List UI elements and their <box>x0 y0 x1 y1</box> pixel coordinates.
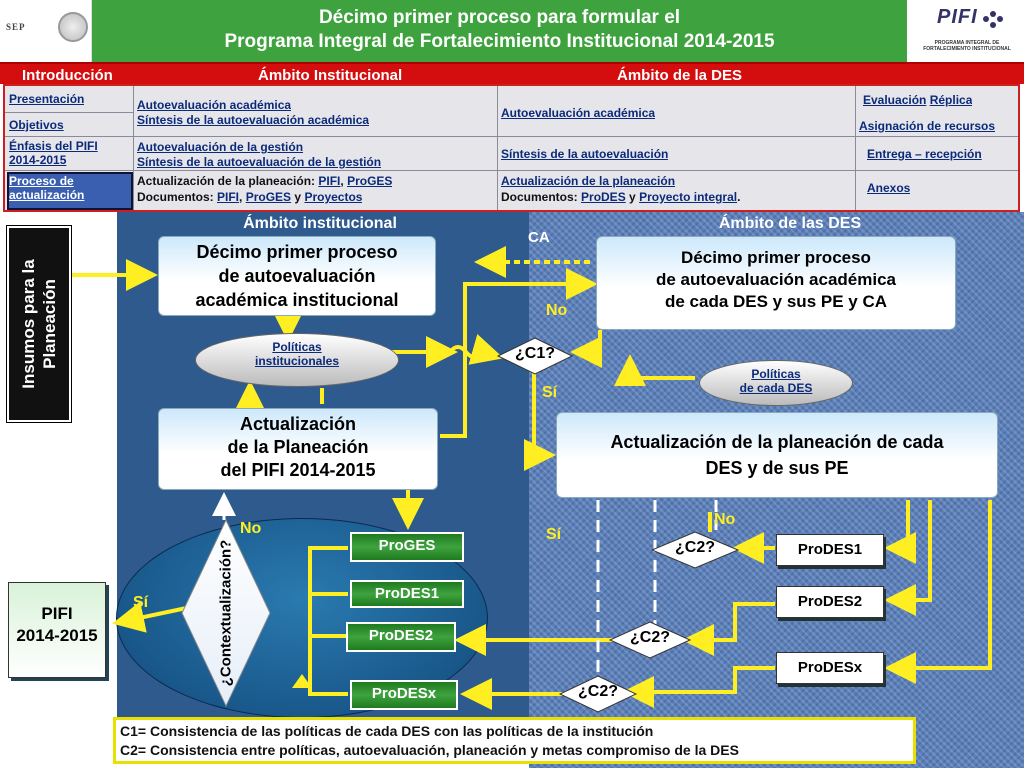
act-inst-line-1: Actualización <box>239 414 357 434</box>
no-label-2: No <box>240 520 262 537</box>
link-asignacion[interactable]: Asignación de recursos <box>859 119 996 133</box>
link-proges[interactable]: ProGES <box>347 174 393 188</box>
c2-decision-3: ¿C2? <box>578 683 618 700</box>
link-objetivos[interactable]: Objetivos <box>9 118 64 132</box>
link-proges-doc[interactable]: ProGES <box>245 190 292 204</box>
link-entrega[interactable]: Entrega – recepción <box>867 147 982 161</box>
link-des-sintesis[interactable]: Síntesis de la autoevaluación <box>501 147 669 161</box>
pol-des-line-2: de cada DES <box>739 381 813 395</box>
no-label-1: No <box>546 302 568 319</box>
contextualizacion-decision: ¿Contextualización? <box>217 539 235 687</box>
prodes1-green-box: ProDES1 <box>350 580 464 608</box>
prodes2-green-box: ProDES2 <box>346 622 456 652</box>
panel-inst-title: Ámbito institucional <box>243 215 397 232</box>
inst-process-box: Décimo primer proceso de autoevaluación … <box>158 236 436 316</box>
insumos-line-2: Planeación <box>40 279 59 369</box>
link-sintesis-autoeval-academica[interactable]: Síntesis de la autoevaluación académica <box>137 113 370 127</box>
link-enfasis[interactable]: Énfasis del PIFI 2014-2015 <box>9 139 98 167</box>
prodes1-white-box: ProDES1 <box>776 534 884 566</box>
c1-decision: ¿C1? <box>515 345 555 362</box>
legend-c2: C2= Consistencia entre políticas, autoev… <box>120 742 739 758</box>
pifi-line-1: PIFI <box>41 604 73 623</box>
title-line-2: Programa Integral de Fortalecimiento Ins… <box>224 31 775 52</box>
des-proc-line-3: de cada DES y sus PE y CA <box>664 292 888 311</box>
politicas-des: Políticas de cada DES <box>699 360 853 406</box>
pifi-people-icon <box>983 11 1003 28</box>
link-proyecto-integral[interactable]: Proyecto integral <box>639 190 738 204</box>
si-label-1: Sí <box>542 384 558 401</box>
ca-label: CA <box>528 229 550 246</box>
politicas-institucionales: Políticas institucionales <box>195 333 399 387</box>
si-label-3: Sí <box>546 526 562 543</box>
inst-actualizacion-box: Actualización de la Planeación del PIFI … <box>158 408 438 490</box>
nav-table: Presentación Objetivos Énfasis del PIFI … <box>3 84 1020 212</box>
des-proc-line-1: Décimo primer proceso <box>681 248 871 267</box>
pifi-logo-text: PIFI <box>937 6 978 28</box>
link-proyectos[interactable]: Proyectos <box>304 190 363 204</box>
des-proc-line-2: de autoevaluación académica <box>656 270 896 289</box>
act-des-line-1: Actualización de la planeación de cada <box>610 432 944 452</box>
c2-decision-1: ¿C2? <box>675 539 715 556</box>
inst-proc-line-3: académica institucional <box>195 290 399 310</box>
proges-box: ProGES <box>350 532 464 562</box>
pol-des-line-1: Políticas <box>751 367 801 381</box>
nav-ambito-des[interactable]: Ámbito de la DES <box>617 67 743 84</box>
link-anexos[interactable]: Anexos <box>867 181 911 195</box>
prodesx-green-box: ProDESx <box>350 680 458 710</box>
pifi-result-box: PIFI 2014-2015 <box>8 582 106 678</box>
legend: C1= Consistencia de las políticas de cad… <box>113 717 916 764</box>
inst-proc-line-2: de autoevaluación <box>218 266 376 286</box>
act-des-line-2: DES y de sus PE <box>705 458 849 478</box>
link-proceso-actualizacion[interactable]: Proceso de actualización <box>9 174 85 202</box>
inst-row3b: Documentos: PIFI, ProGES y Proyectos <box>137 190 363 204</box>
link-des-actualizacion[interactable]: Actualización de la planeación <box>501 174 676 188</box>
link-des-autoeval-academica[interactable]: Autoevaluación académica <box>501 106 656 120</box>
pifi-subtitle: PROGRAMA INTEGRAL DE FORTALECIMIENTO INS… <box>923 40 1011 52</box>
inst-proc-line-1: Décimo primer proceso <box>196 242 398 262</box>
act-inst-line-2: de la Planeación <box>227 437 369 457</box>
link-prodes[interactable]: ProDES <box>581 190 626 204</box>
link-pifi-doc[interactable]: PIFI <box>217 190 240 204</box>
panel-des-title: Ámbito de las DES <box>718 215 862 232</box>
prodesx-white-box: ProDESx <box>776 652 884 684</box>
link-autoeval-academica[interactable]: Autoevaluación académica <box>137 98 292 112</box>
pol-inst-line-1: Políticas <box>272 340 322 354</box>
prodes2-white-box: ProDES2 <box>776 586 884 618</box>
seal-icon <box>58 12 88 42</box>
no-label-3: No <box>714 511 736 528</box>
act-inst-line-3: del PIFI 2014-2015 <box>220 460 376 480</box>
sep-label: SEP <box>6 22 26 32</box>
title-line-1: Décimo primer proceso para formular el <box>318 7 681 28</box>
nav-bar: Introducción Ámbito Institucional Ámbito… <box>0 62 1024 84</box>
legend-c1: C1= Consistencia de las políticas de cad… <box>120 723 654 739</box>
insumos-line-1: Insumos para la <box>19 259 38 389</box>
link-evaluacion[interactable]: Evaluación <box>863 93 927 107</box>
pifi-line-2: 2014-2015 <box>16 626 98 645</box>
des-actualizacion-box: Actualización de la planeación de cada D… <box>556 412 998 498</box>
pol-inst-line-2: institucionales <box>254 354 340 368</box>
des-process-box: Décimo primer proceso de autoevaluación … <box>596 236 956 330</box>
pifi-logo <box>907 0 1024 62</box>
link-presentacion[interactable]: Presentación <box>9 92 85 106</box>
page-title: Décimo primer proceso para formular el P… <box>92 0 907 62</box>
nav-intro[interactable]: Introducción <box>22 67 113 84</box>
des-row3b: Documentos: ProDES y Proyecto integral. <box>501 190 741 204</box>
nav-ambito-institucional[interactable]: Ámbito Institucional <box>258 67 403 84</box>
c2-decision-2: ¿C2? <box>630 629 670 646</box>
inst-row3a: Actualización de la planeación: PIFI, Pr… <box>137 174 393 188</box>
link-pifi[interactable]: PIFI <box>318 174 341 188</box>
link-sintesis-autoeval-gestion[interactable]: Síntesis de la autoevaluación de la gest… <box>137 155 382 169</box>
link-autoeval-gestion[interactable]: Autoevaluación de la gestión <box>137 140 304 154</box>
si-label-2: Sí <box>133 594 149 611</box>
link-replica[interactable]: Réplica <box>929 93 973 107</box>
